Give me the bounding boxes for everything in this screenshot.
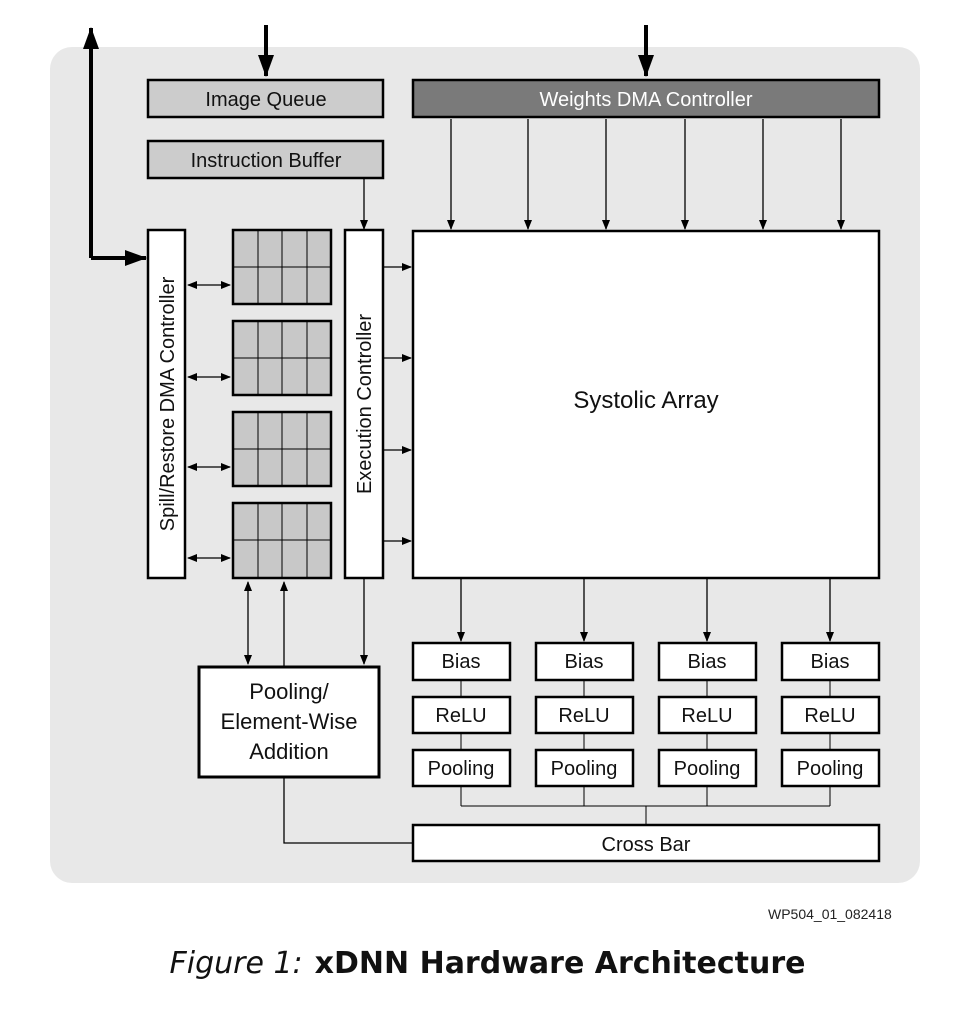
pooling-element-wise-label-line1: Pooling/ bbox=[249, 679, 329, 704]
pipeline-3: Bias ReLU Pooling bbox=[657, 641, 758, 788]
pooling-block bbox=[657, 748, 758, 788]
relu-label: ReLU bbox=[435, 705, 486, 727]
buffer-bank bbox=[231, 228, 333, 306]
pooling-block bbox=[780, 748, 881, 788]
figure-caption-title: xDNN Hardware Architecture bbox=[314, 946, 806, 981]
relu-label: ReLU bbox=[558, 705, 609, 727]
cross-bar-block: Cross Bar bbox=[411, 823, 881, 863]
image-queue-block: Image Queue bbox=[146, 78, 385, 119]
image-queue-label: Image Queue bbox=[205, 89, 326, 111]
array-to-bias-arrows bbox=[457, 579, 834, 642]
spill-bank-arrows bbox=[187, 281, 231, 562]
figure-caption: Figure 1: xDNN Hardware Architecture bbox=[0, 946, 975, 981]
bias-label: Bias bbox=[565, 651, 604, 673]
instruction-buffer-block: Instruction Buffer bbox=[146, 139, 385, 180]
execution-controller-label: Execution Controller bbox=[354, 314, 376, 494]
pooling-label: Pooling bbox=[428, 758, 495, 780]
figure-code: WP504_01_082418 bbox=[768, 906, 892, 922]
systolic-array-block: Systolic Array bbox=[411, 229, 881, 580]
relu-block bbox=[534, 695, 635, 735]
ew-to-crossbar-line bbox=[283, 778, 413, 844]
external-arrows bbox=[83, 25, 654, 266]
pipeline-4: Bias ReLU Pooling bbox=[780, 641, 881, 788]
weights-dma-controller-block: Weights DMA Controller bbox=[411, 78, 881, 119]
pooling-element-wise-block: Pooling/ Element-Wise Addition bbox=[197, 665, 381, 779]
bias-label: Bias bbox=[688, 651, 727, 673]
bias-block bbox=[657, 641, 758, 682]
lower-connections bbox=[244, 579, 413, 844]
execution-controller-block: Execution Controller bbox=[343, 228, 385, 580]
buffer-bank bbox=[231, 501, 333, 580]
cross-bar-label: Cross Bar bbox=[602, 834, 691, 856]
pooling-label: Pooling bbox=[797, 758, 864, 780]
pooling-label: Pooling bbox=[551, 758, 618, 780]
bias-block bbox=[534, 641, 635, 682]
pooling-element-wise-label-line2: Element-Wise bbox=[221, 709, 358, 734]
systolic-array-label: Systolic Array bbox=[573, 387, 718, 414]
instruction-buffer-label: Instruction Buffer bbox=[191, 150, 342, 172]
buffer-bank bbox=[231, 410, 333, 488]
pooling-block bbox=[411, 748, 512, 788]
execution-to-array-arrows bbox=[384, 263, 412, 545]
relu-label: ReLU bbox=[804, 705, 855, 727]
pooling-label: Pooling bbox=[674, 758, 741, 780]
relu-block bbox=[657, 695, 758, 735]
bias-block bbox=[411, 641, 512, 682]
bias-label: Bias bbox=[811, 651, 850, 673]
weights-to-array-arrows bbox=[447, 119, 845, 230]
bias-block bbox=[780, 641, 881, 682]
relu-block bbox=[411, 695, 512, 735]
spill-restore-dma-controller-label: Spill/Restore DMA Controller bbox=[157, 276, 179, 531]
figure-caption-label: Figure 1: bbox=[169, 946, 303, 981]
relu-label: ReLU bbox=[681, 705, 732, 727]
buffer-banks bbox=[231, 228, 333, 580]
pipeline-1: Bias ReLU Pooling bbox=[411, 641, 512, 788]
bias-label: Bias bbox=[442, 651, 481, 673]
pooling-element-wise-label-line3: Addition bbox=[249, 739, 329, 764]
buffer-bank bbox=[231, 319, 333, 397]
spill-restore-dma-controller-block: Spill/Restore DMA Controller bbox=[146, 228, 187, 580]
relu-block bbox=[780, 695, 881, 735]
pooling-block bbox=[534, 748, 635, 788]
weights-dma-controller-label: Weights DMA Controller bbox=[539, 89, 752, 111]
post-processing-pipelines bbox=[460, 680, 831, 825]
pipeline-2: Bias ReLU Pooling bbox=[534, 641, 635, 788]
